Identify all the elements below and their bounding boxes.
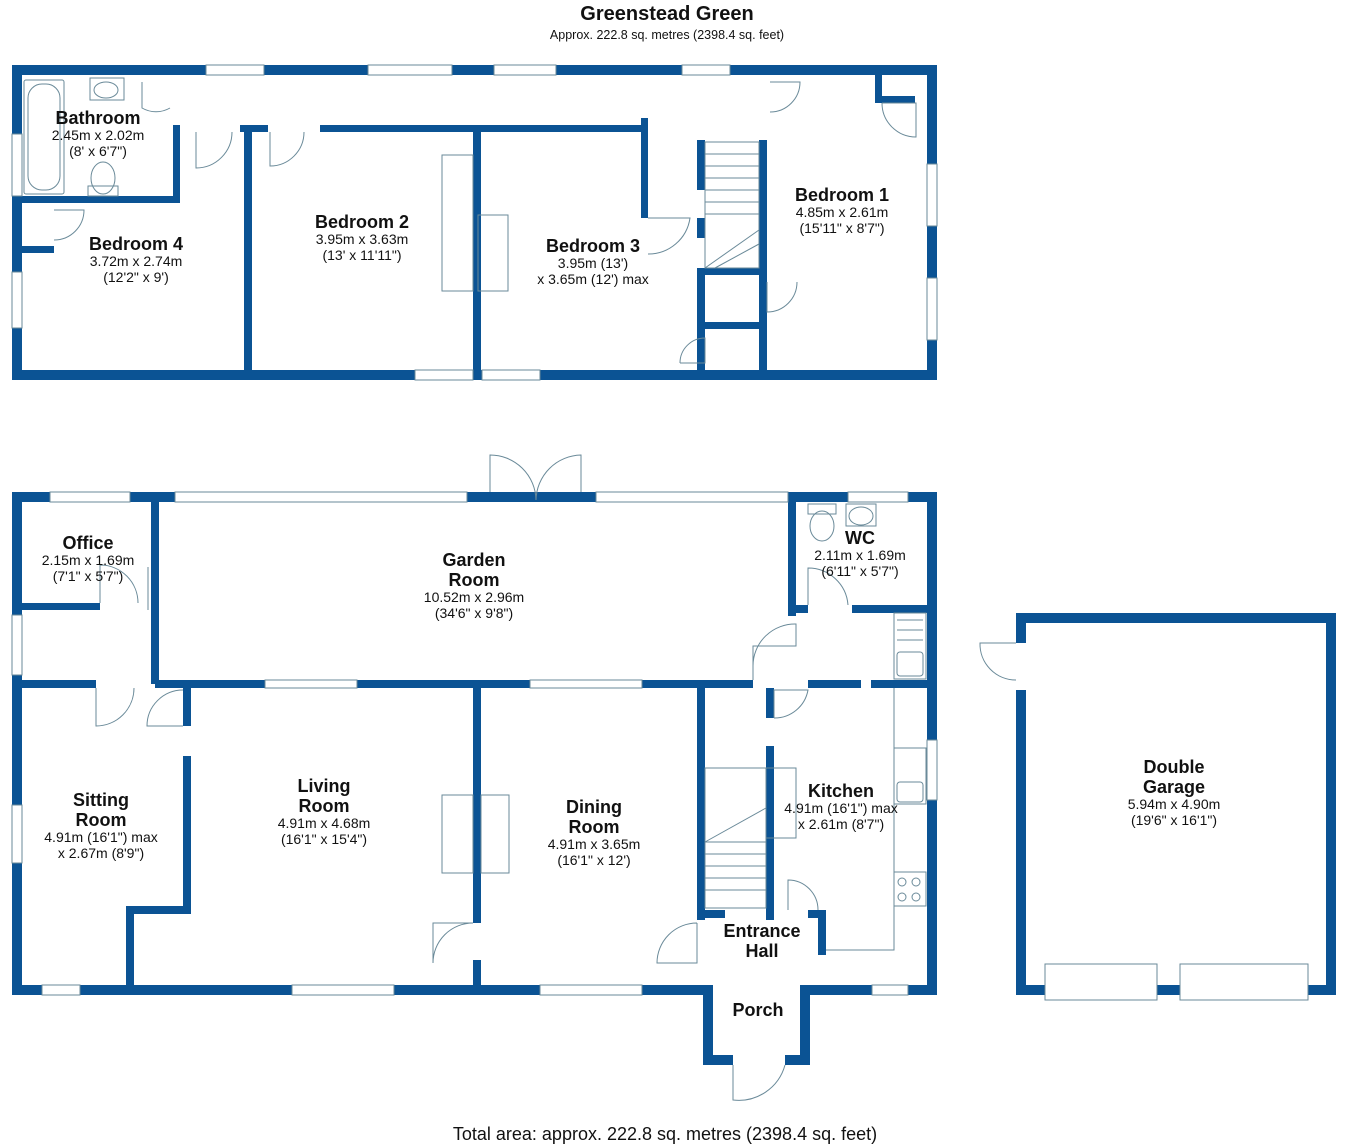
upper-floor-windows — [11, 64, 938, 381]
room-label-garden-room: Garden Room 10.52m x 2.96m (34'6" x 9'8"… — [424, 550, 524, 622]
room-name-line2: Garage — [1142, 777, 1206, 798]
room-label-double-garage: Double Garage 5.94m x 4.90m (19'6" x 16'… — [1128, 757, 1221, 829]
room-dims-imperial: (12'2" x 9') — [103, 268, 169, 285]
total-area: Total area: approx. 222.8 sq. metres (23… — [452, 1124, 878, 1144]
room-name-line1: Entrance — [723, 921, 801, 941]
room-dims-imperial: x 2.61m (8'7") — [797, 815, 885, 832]
plan-subtitle: Approx. 222.8 sq. metres (2398.4 sq. fee… — [549, 28, 785, 42]
room-label-dining-room: Dining Room 4.91m x 3.65m (16'1" x 12') — [548, 797, 641, 869]
room-label-bedroom-2: Bedroom 2 3.95m x 3.63m (13' x 11'11") — [315, 212, 409, 264]
room-name-line2: Hall — [745, 941, 779, 962]
room-dims-metric: 4.91m (16'1") max — [44, 829, 158, 846]
room-name-line1: Double — [1143, 757, 1205, 777]
room-dims-imperial: (8' x 6'7") — [69, 142, 127, 159]
room-label-office: Office 2.15m x 1.69m (7'1" x 5'7") — [42, 533, 135, 585]
room-name: Bedroom 1 — [794, 185, 890, 205]
room-dims-metric: 2.45m x 2.02m — [51, 127, 145, 144]
room-dims-imperial: (6'11" x 5'7") — [821, 562, 899, 579]
room-dims-metric: 5.94m x 4.90m — [1127, 796, 1221, 813]
room-label-entrance-hall: Entrance Hall — [723, 921, 800, 961]
room-name-line1: Garden — [442, 550, 506, 570]
room-dims-metric: 4.91m x 4.68m — [277, 815, 371, 832]
room-name-line1: Dining — [565, 797, 622, 817]
room-dims-metric: 4.91m x 3.65m — [547, 836, 641, 853]
room-name: Office — [62, 533, 114, 553]
room-dims-imperial: x 3.65m (12') max — [537, 270, 649, 287]
garage-walls — [1016, 613, 1336, 995]
room-name: Bathroom — [55, 108, 141, 128]
room-dims-imperial: (13' x 11'11") — [322, 246, 402, 263]
room-name-line1: Sitting — [73, 790, 129, 810]
room-dims-metric: 3.95m (13') — [557, 255, 629, 272]
room-dims-imperial: (16'1" x 15'4") — [280, 830, 368, 847]
room-name-line1: Living — [297, 776, 351, 796]
room-dims-imperial: (15'11" x 8'7") — [799, 219, 885, 236]
room-label-living-room: Living Room 4.91m x 4.68m (16'1" x 15'4"… — [278, 776, 371, 848]
room-label-sitting-room: Sitting Room 4.91m (16'1") max x 2.67m (… — [44, 790, 157, 862]
room-label-bedroom-4: Bedroom 4 3.72m x 2.74m (12'2" x 9') — [89, 234, 183, 286]
room-dims-imperial: (7'1" x 5'7") — [52, 567, 124, 584]
room-dims-imperial: x 2.67m (8'9") — [57, 844, 145, 861]
room-name-line2: Room — [298, 796, 350, 817]
room-name-line2: Room — [75, 810, 127, 831]
room-dims-metric: 2.15m x 1.69m — [41, 552, 135, 569]
room-dims-imperial: (16'1" x 12') — [557, 851, 631, 868]
room-name-line2: Room — [448, 570, 500, 591]
room-dims-metric: 2.11m x 1.69m — [814, 547, 906, 564]
room-name-line2: Room — [568, 817, 620, 838]
room-name: Bedroom 3 — [545, 236, 641, 256]
room-name: Porch — [732, 1000, 784, 1020]
room-name: Bedroom 2 — [314, 212, 410, 232]
room-name: Bedroom 4 — [88, 234, 184, 254]
room-label-bedroom-1: Bedroom 1 4.85m x 2.61m (15'11" x 8'7") — [795, 185, 889, 237]
ground-floor-windows — [11, 491, 938, 996]
room-dims-metric: 4.85m x 2.61m — [795, 204, 889, 221]
garage-doors — [979, 642, 1309, 1001]
room-name: Kitchen — [807, 781, 874, 801]
room-label-wc: WC 2.11m x 1.69m (6'11" x 5'7") — [814, 528, 906, 580]
room-dims-metric: 4.91m (16'1") max — [784, 800, 898, 817]
upper-floor-fixtures — [23, 77, 917, 364]
room-dims-metric: 10.52m x 2.96m — [423, 589, 525, 606]
room-name: WC — [845, 528, 875, 548]
room-label-kitchen: Kitchen 4.91m (16'1") max x 2.61m (8'7") — [784, 781, 897, 833]
room-dims-imperial: (34'6" x 9'8") — [434, 604, 514, 621]
room-label-bedroom-3: Bedroom 3 3.95m (13') x 3.65m (12') max — [537, 236, 649, 288]
ground-floor-fixtures — [95, 454, 927, 1101]
room-dims-imperial: (19'6" x 16'1") — [1130, 811, 1218, 828]
room-label-bathroom: Bathroom 2.45m x 2.02m (8' x 6'7") — [52, 108, 145, 160]
plan-title: Greenstead Green — [580, 3, 754, 25]
room-label-porch: Porch — [732, 1000, 783, 1020]
room-dims-metric: 3.95m x 3.63m — [315, 231, 409, 248]
room-dims-metric: 3.72m x 2.74m — [89, 253, 183, 270]
